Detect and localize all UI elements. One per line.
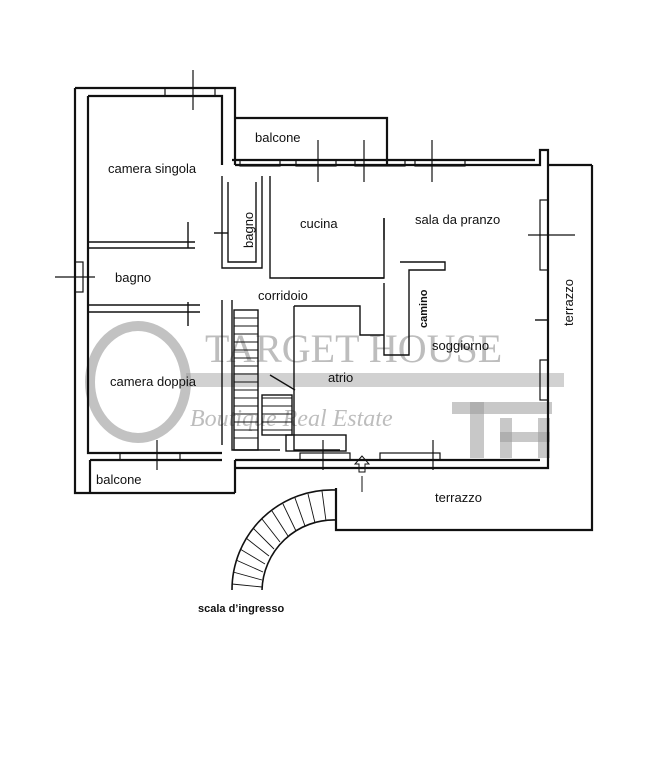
label-atrio: atrio [328, 370, 353, 385]
caption-scala-ingresso: scala d’ingresso [198, 603, 284, 615]
label-soggiorno: soggiorno [432, 338, 489, 353]
label-terrazzo-bottom: terrazzo [435, 490, 482, 505]
label-camino: camino [418, 289, 430, 328]
watermark-key-shaft [186, 373, 564, 387]
watermark-key-icon [85, 321, 191, 443]
label-camera-singola: camera singola [108, 161, 197, 176]
label-terrazzo-side: terrazzo [561, 279, 576, 326]
interior-stairs [233, 309, 347, 452]
label-sala-da-pranzo: sala da pranzo [415, 212, 500, 227]
label-bagno-small: bagno [241, 212, 256, 248]
walls [73, 86, 594, 532]
label-bagno: bagno [115, 270, 151, 285]
label-camera-doppia: camera doppia [110, 374, 197, 389]
doors [187, 218, 385, 391]
room-labels: camera singola balcone bagno cucina sala… [96, 130, 576, 615]
entrance-staircase [231, 489, 337, 591]
label-corridoio: corridoio [258, 288, 308, 303]
windows [55, 70, 575, 470]
label-balcone-top: balcone [255, 130, 301, 145]
entrance-arrow-icon [353, 455, 371, 492]
label-balcone-bottom: balcone [96, 472, 142, 487]
label-cucina: cucina [300, 216, 338, 231]
watermark: TARGET HOUSE Boutique Real Estate [85, 321, 564, 458]
watermark-brand: TARGET HOUSE [205, 326, 502, 371]
watermark-th-logo [452, 402, 552, 458]
